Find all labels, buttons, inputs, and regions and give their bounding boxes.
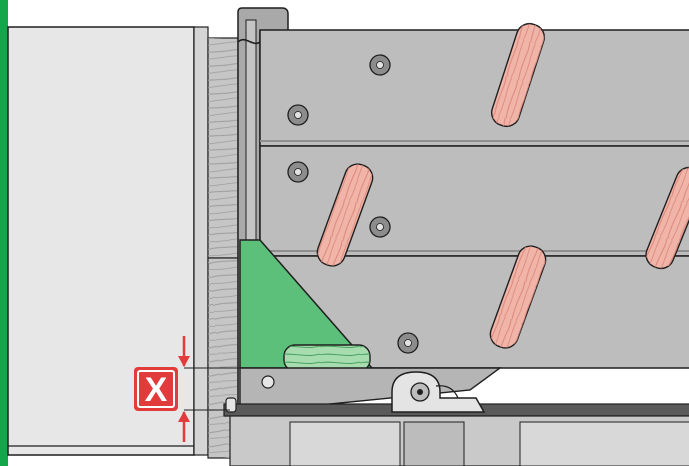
support-block — [283, 344, 371, 372]
hinge-icon — [391, 371, 486, 413]
hex-nut-icon — [369, 216, 391, 238]
wall-strip — [193, 26, 209, 456]
dimension-marker: X — [134, 336, 245, 442]
accent-stripe — [0, 0, 8, 466]
x-badge — [134, 367, 178, 411]
wood-plank-icon — [489, 245, 547, 349]
wood-plank-icon — [316, 163, 374, 267]
arrow-up-icon — [178, 411, 190, 422]
bottom-rail — [223, 367, 689, 466]
wood-wall — [207, 37, 239, 459]
x-label: X — [145, 371, 168, 409]
bottom-clip — [225, 397, 237, 413]
hex-nut-icon — [369, 54, 391, 76]
hex-nut-icon — [287, 104, 309, 126]
wood-plank-icon — [490, 22, 546, 128]
hex-nut-icon — [397, 332, 419, 354]
hex-nut-icon — [287, 161, 309, 183]
wood-plank-icon — [645, 166, 689, 270]
arrow-down-icon — [178, 356, 190, 367]
